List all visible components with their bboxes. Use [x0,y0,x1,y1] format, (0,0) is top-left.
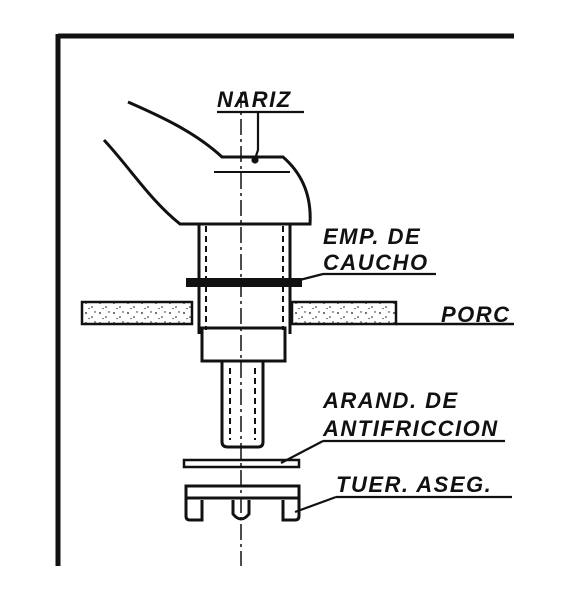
porcelain-slab [80,300,514,326]
threaded-shank [220,361,265,449]
label-tuer-aseg: TUER. ASEG. [336,472,492,497]
leader-lines [217,110,512,514]
stem-collar [200,326,287,363]
label-nariz: NARIZ [217,87,292,112]
label-antifriccion: ANTIFRICCION [322,416,499,441]
drawing-frame [55,33,514,566]
antifriction-washer [182,458,301,469]
rubber-gasket [186,278,302,287]
label-arand-de: ARAND. DE [322,388,459,413]
faucet-nose [102,100,312,226]
label-emp-de: EMP. DE [323,224,421,249]
lock-nut [184,484,301,522]
label-caucho: CAUCHO [323,250,429,275]
label-porc: PORC [441,302,511,327]
